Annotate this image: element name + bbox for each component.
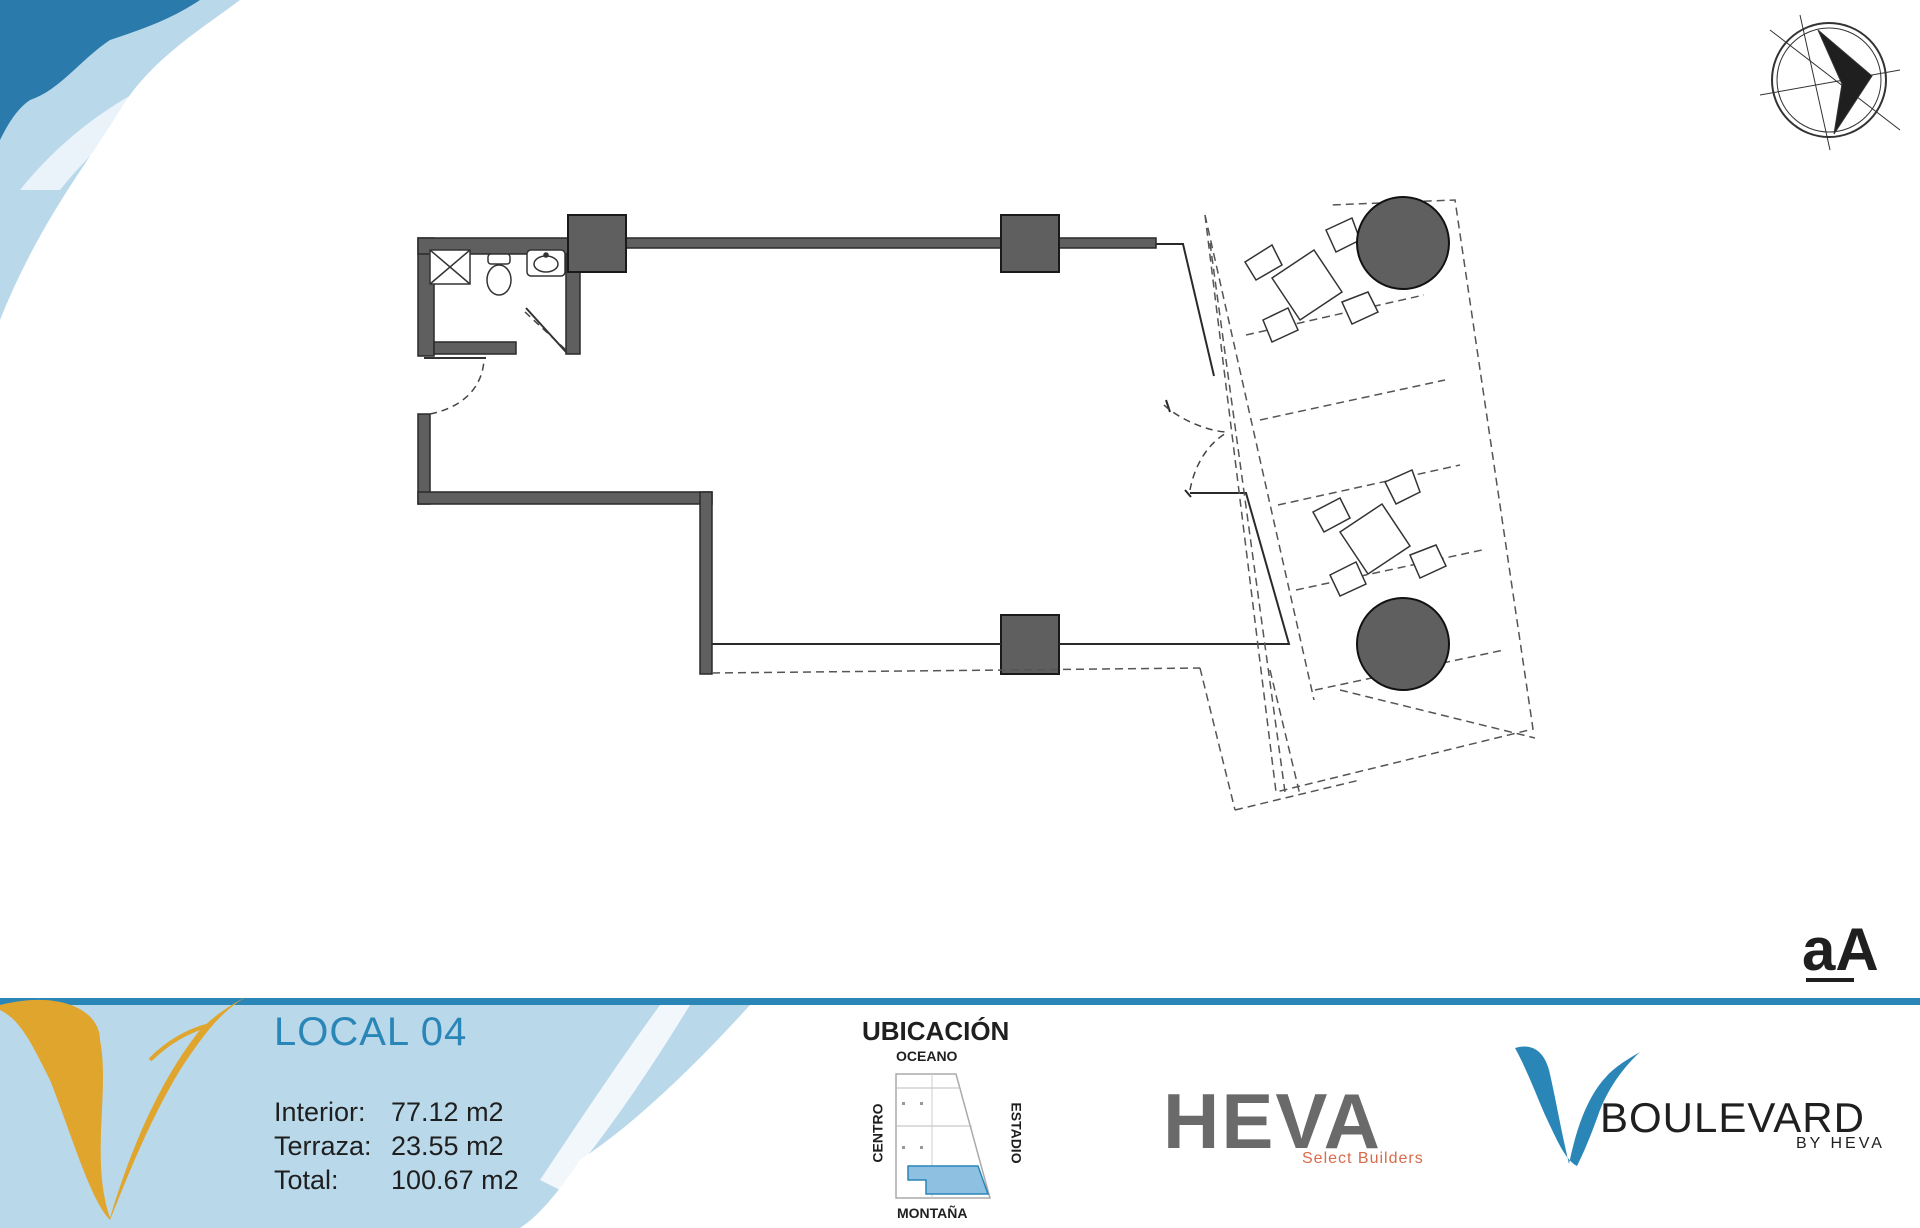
area-label: Terraza: (274, 1131, 372, 1161)
area-value: 77.12 m2 (391, 1097, 504, 1127)
heva-logo-word: HEVA (1163, 1077, 1382, 1165)
footer-divider (0, 998, 1920, 1005)
round-planters (1356, 196, 1450, 691)
unit-title: LOCAL 04 (274, 1010, 468, 1054)
architect-logo-text: aA (1802, 916, 1879, 983)
location-east-label: ESTADIO (1008, 1102, 1025, 1164)
bathroom-fixtures (429, 249, 566, 296)
footer-band (0, 995, 1920, 1228)
location-key-plan (895, 1073, 991, 1199)
decorative-watercolor-top-left (0, 0, 240, 320)
boulevard-by-heva: BY HEVA (1796, 1135, 1885, 1152)
boulevard-v-logo-icon (1515, 1046, 1640, 1166)
location-title: UBICACIÓN (862, 1016, 1010, 1046)
terrace-furniture-set-1 (1243, 216, 1380, 344)
location-south-label: MONTAÑA (897, 1205, 968, 1221)
heva-logo: HEVA (1163, 1082, 1423, 1160)
location-west-label: CENTRO (869, 1103, 886, 1163)
location-highlight (907, 1165, 990, 1195)
area-label: Interior: (274, 1097, 366, 1127)
door-swings (429, 311, 1229, 491)
boulevard-wordmark: BOULEVARD (1600, 1094, 1865, 1141)
door-leaves (424, 307, 567, 359)
heva-tagline: Select Builders (1302, 1150, 1424, 1167)
location-north-label: OCEANO (896, 1048, 958, 1064)
area-label: Total: (274, 1165, 339, 1195)
plan-thin-outline (712, 243, 1291, 645)
north-arrow-icon (1759, 14, 1901, 151)
area-row-total: Total: 100.67 m2 (274, 1165, 519, 1196)
gold-v-brushstroke (0, 995, 250, 1220)
architect-logo: aA (1802, 920, 1897, 984)
structural-columns (567, 214, 1060, 675)
area-value: 100.67 m2 (391, 1165, 519, 1195)
terrace-outline (711, 199, 1536, 811)
area-row-interior: Interior: 77.12 m2 (274, 1097, 504, 1128)
area-row-terraza: Terraza: 23.55 m2 (274, 1131, 504, 1162)
plan-walls (417, 237, 1157, 675)
area-value: 23.55 m2 (391, 1131, 504, 1161)
terrace-furniture-set-2 (1311, 468, 1448, 597)
